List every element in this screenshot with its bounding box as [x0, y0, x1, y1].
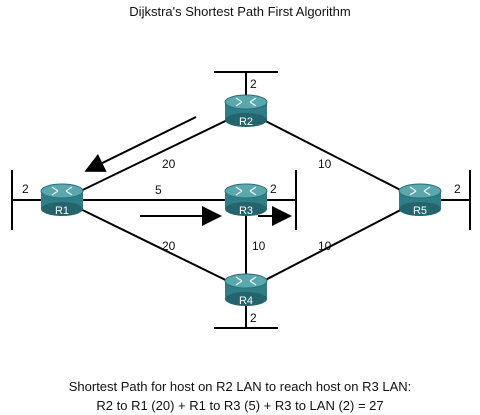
router-arrows-icon [51, 186, 73, 196]
router-arrows-icon [235, 276, 257, 286]
router-r1: R1 [40, 183, 84, 217]
router-r5: R5 [398, 183, 442, 217]
router-label: R4 [239, 295, 253, 307]
link-r1-r2 [61, 110, 247, 201]
link-r2-r5 [245, 110, 421, 201]
router-label: R3 [239, 205, 253, 217]
router-r3: R3 [224, 183, 268, 217]
caption-line-2: R2 to R1 (20) + R1 to R3 (5) + R3 to LAN… [96, 398, 384, 413]
link-r4-r5 [245, 199, 421, 291]
cost-label-r2-r5: 10 [318, 157, 332, 171]
cost-label-r3-r4: 10 [252, 239, 266, 253]
path-arrow-r2-to-r1 [84, 116, 197, 172]
router-label: R1 [55, 205, 69, 217]
cost-label-r1-lan: 2 [22, 182, 29, 196]
cost-label-r1-r3: 5 [155, 183, 162, 197]
router-r2: R2 [224, 94, 268, 128]
router-arrows-icon [409, 186, 431, 196]
caption: Shortest Path for host on R2 LAN to reac… [0, 377, 480, 415]
cost-label-r5-lan: 2 [454, 182, 461, 196]
caption-line-1: Shortest Path for host on R2 LAN to reac… [68, 379, 412, 394]
router-label: R5 [413, 205, 427, 217]
page-title: Dijkstra's Shortest Path First Algorithm [129, 4, 351, 19]
router-r4: R4 [224, 273, 268, 307]
cost-label-r4-lan: 2 [250, 311, 257, 325]
cost-label-r3-lan: 2 [270, 182, 277, 196]
router-label: R2 [239, 116, 253, 128]
router-arrows-icon [235, 97, 257, 107]
cost-label-r4-r5: 10 [318, 239, 332, 253]
link-r1-r4 [61, 199, 247, 291]
cost-label-r1-r4: 20 [162, 239, 176, 253]
cost-label-r1-r2: 20 [162, 157, 176, 171]
cost-label-r2-lan: 2 [250, 77, 257, 91]
router-arrows-icon [235, 186, 257, 196]
